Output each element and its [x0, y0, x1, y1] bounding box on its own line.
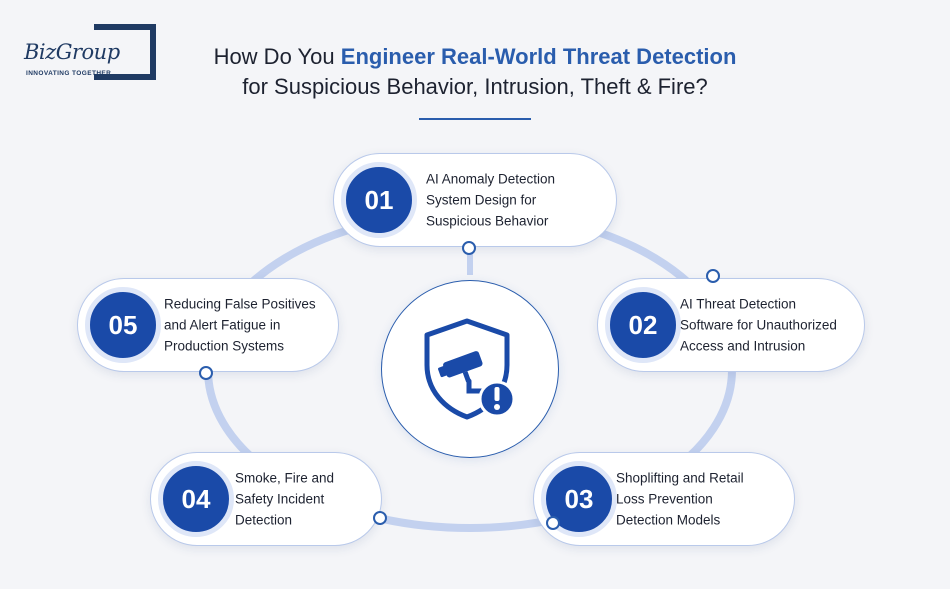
- step-text-line: Production Systems: [164, 338, 285, 354]
- title-accent: Engineer Real-World Threat Detection: [340, 44, 737, 69]
- step-number-badge: 02: [605, 287, 681, 363]
- step-card-05: 05 Reducing False Positives and Alert Fa…: [77, 278, 339, 372]
- step-card-02: 02 AI Threat Detection Software for Unau…: [597, 278, 865, 372]
- step-text-line: Shoplifting and Retail: [616, 470, 744, 486]
- step-text-line: Safety Incident: [235, 491, 325, 507]
- step-description: AI Threat Detection Software for Unautho…: [680, 294, 860, 357]
- step-description: Reducing False Positives and Alert Fatig…: [164, 294, 344, 357]
- step-number-badge: 01: [341, 162, 417, 238]
- step-card-03: 03 Shoplifting and Retail Loss Preventio…: [533, 452, 795, 546]
- logo-wordmark: BizGroup: [24, 40, 120, 64]
- ring-node: [199, 366, 213, 380]
- page-title: How Do You Engineer Real-World Threat De…: [140, 42, 810, 102]
- step-text-line: Reducing False Positives: [164, 296, 316, 312]
- step-text-line: AI Threat Detection: [680, 296, 797, 312]
- ring-node: [373, 511, 387, 525]
- security-camera-shield-alert-icon: [424, 318, 516, 420]
- ring-node: [546, 516, 560, 530]
- step-text-line: Suspicious Behavior: [426, 213, 549, 229]
- logo-tagline: INNOVATING TOGETHER: [26, 70, 112, 77]
- step-text-line: Loss Prevention: [616, 491, 713, 507]
- step-text-line: System Design for: [426, 192, 537, 208]
- step-description: AI Anomaly Detection System Design for S…: [426, 169, 606, 232]
- step-text-line: Detection Models: [616, 512, 721, 528]
- step-text-line: Detection: [235, 512, 293, 528]
- step-description: Smoke, Fire and Safety Incident Detectio…: [235, 468, 415, 531]
- step-number-badge: 03: [541, 461, 617, 537]
- step-text-line: and Alert Fatigue in: [164, 317, 281, 333]
- step-number-badge: 04: [158, 461, 234, 537]
- step-text-line: Smoke, Fire and: [235, 470, 335, 486]
- step-text-line: Access and Intrusion: [680, 338, 806, 354]
- logo-frame: [94, 24, 156, 80]
- center-circle: [381, 280, 559, 458]
- step-description: Shoplifting and Retail Loss Prevention D…: [616, 468, 796, 531]
- step-number-badge: 05: [85, 287, 161, 363]
- step-text-line: AI Anomaly Detection: [426, 171, 556, 187]
- ring-node: [706, 269, 720, 283]
- title-underline: [419, 118, 531, 120]
- title-prefix: How Do You: [213, 44, 341, 69]
- ring-node: [462, 241, 476, 255]
- title-line-2: for Suspicious Behavior, Intrusion, Thef…: [242, 74, 708, 99]
- bizgroup-logo: BizGroup INNOVATING TOGETHER: [24, 24, 156, 86]
- step-card-01: 01 AI Anomaly Detection System Design fo…: [333, 153, 617, 247]
- step-card-04: 04 Smoke, Fire and Safety Incident Detec…: [150, 452, 382, 546]
- step-text-line: Software for Unauthorized: [680, 317, 837, 333]
